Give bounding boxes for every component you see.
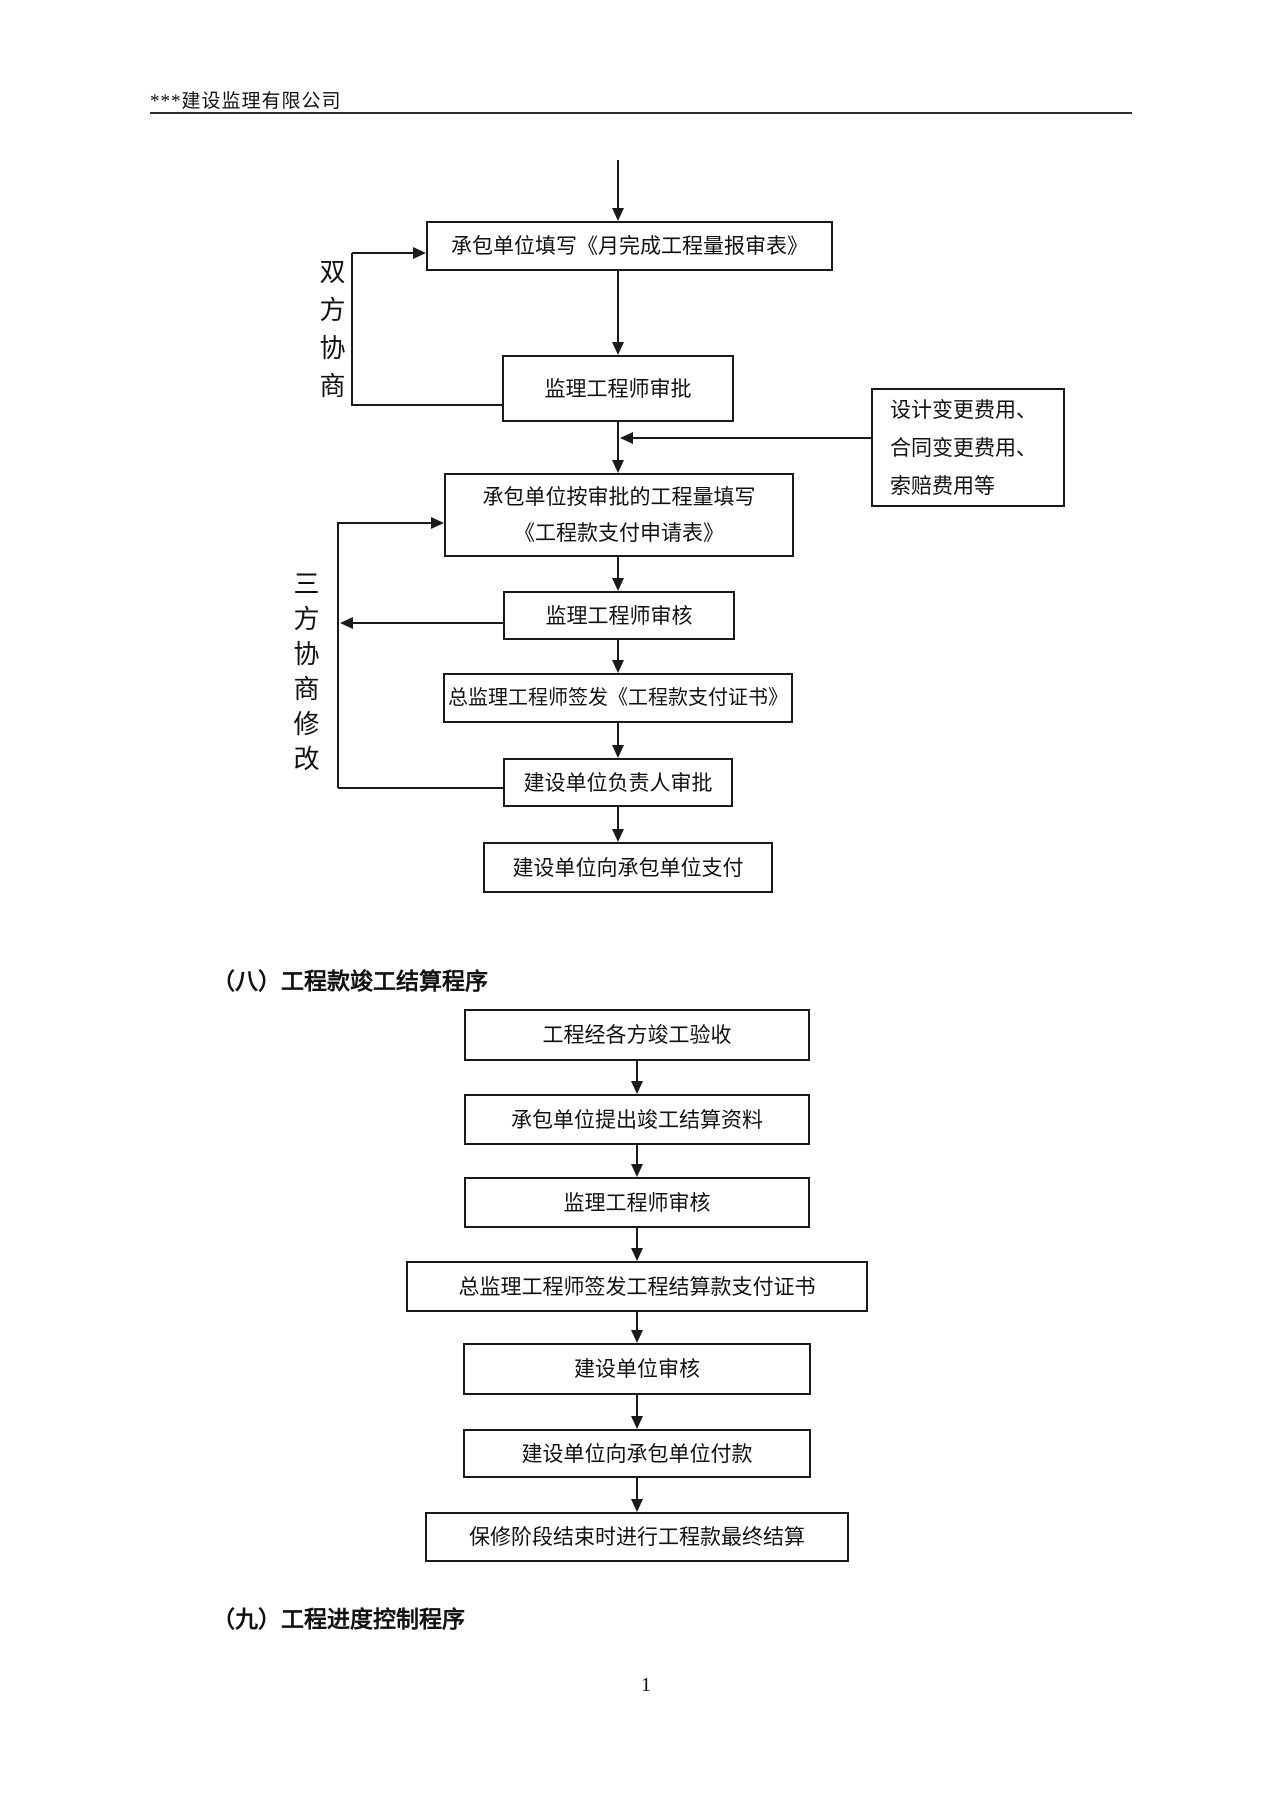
flow1-box-fill-payment-request-line2: 《工程款支付申请表》 [514,521,724,545]
flow1-arrow1-head [612,342,624,355]
flow1-arrow3-line [617,557,619,578]
flow1-box-chief-issue-cert: 总监理工程师签发《工程款支付证书》 [443,673,793,723]
flow1-sidebox-costs-line3: 索赔费用等 [890,473,995,498]
flow1-loop-three-party-mid-arrow-head [340,617,353,629]
flow1-arrow6-line [617,807,619,829]
flow1-entry-arrow-line [617,160,619,208]
flow1-box-supervisor-review: 监理工程师审核 [503,591,735,640]
flow2-arrow4-line [636,1312,638,1330]
flow1-box-fill-report: 承包单位填写《月完成工程量报审表》 [426,221,833,271]
page-number: 1 [641,1674,651,1696]
flow1-arrow5-line [617,723,619,745]
flow2-arrow2-head [631,1164,643,1177]
flow1-box-chief-issue-cert-label: 总监理工程师签发《工程款支付证书》 [448,687,788,709]
flow1-loop-two-party-vertical-line [351,253,353,406]
section-heading-nine: （九）工程进度控制程序 [212,1607,465,1632]
flow1-arrow3-head [612,578,624,591]
flow1-box-fill-payment-request-line1: 承包单位按审批的工程量填写 [482,485,756,509]
flow2-arrow5-line [636,1395,638,1416]
section-heading-eight: （八）工程款竣工结算程序 [212,969,488,994]
flow2-arrow1-line [636,1061,638,1081]
flow1-loop-two-party-top-line [352,252,414,254]
flow2-box-chief-issue: 总监理工程师签发工程结算款支付证书 [406,1261,868,1312]
flow2-box-owner-review: 建设单位审核 [463,1343,811,1395]
flow2-arrow5-head [631,1416,643,1429]
flow1-arrow1-line [617,271,619,342]
flow1-loop-three-party-mid-line [352,622,503,624]
flow1-box-supervisor-approve-label: 监理工程师审批 [544,376,692,401]
flow1-loop-three-party-top-line [338,522,432,524]
flow2-box-owner-pay-label: 建设单位向承包单位付款 [521,1441,753,1466]
flow1-arrow4-line [617,640,619,660]
flow2-arrow2-line [636,1145,638,1164]
flow1-label-three-party: 三方协商修改 [290,570,319,780]
flow1-box-fill-report-label: 承包单位填写《月完成工程量报审表》 [451,234,808,258]
flow1-box-fill-payment-request: 承包单位按审批的工程量填写 《工程款支付申请表》 [444,473,794,557]
flow1-box-supervisor-review-label: 监理工程师审核 [545,603,693,628]
flow2-box-acceptance: 工程经各方竣工验收 [464,1009,810,1061]
flow1-box-supervisor-approve: 监理工程师审批 [502,355,734,422]
header-company-name: ***建设监理有限公司 [150,91,342,112]
flow1-arrow4-head [612,660,624,673]
flow2-box-chief-issue-label: 总监理工程师签发工程结算款支付证书 [458,1274,816,1299]
flow2-arrow3-line [636,1228,638,1248]
flow2-box-acceptance-label: 工程经各方竣工验收 [542,1023,732,1047]
flow2-box-final-settlement-label: 保修阶段结束时进行工程款最终结算 [469,1525,805,1549]
flow1-box-owner-pay: 建设单位向承包单位支付 [483,842,773,893]
flow1-loop-three-party-top-arrow-head [431,517,444,529]
flow1-arrow6-head [612,829,624,842]
flow1-sidebox-costs-line1: 设计变更费用、 [890,397,1037,422]
flow2-box-final-settlement: 保修阶段结束时进行工程款最终结算 [425,1512,849,1562]
flow1-sidebox-arrow-line [633,437,871,439]
flow1-label-two-party: 双方协商 [316,258,345,410]
flow1-sidebox-costs-line2: 合同变更费用、 [890,435,1037,460]
flow1-box-owner-pay-label: 建设单位向承包单位支付 [512,855,744,880]
flow2-box-supervisor-review: 监理工程师审核 [464,1177,810,1228]
flow2-arrow3-head [631,1248,643,1261]
flow1-sidebox-arrow-head [620,432,633,444]
flow1-entry-arrow-head [612,208,624,221]
flow2-box-owner-pay: 建设单位向承包单位付款 [463,1429,811,1478]
flow2-arrow6-head [631,1499,643,1512]
flow2-arrow1-head [631,1081,643,1094]
flow1-loop-three-party-bottom-line [338,787,503,789]
flow2-box-owner-review-label: 建设单位审核 [574,1357,700,1381]
flow1-box-owner-leader-approve-label: 建设单位负责人审批 [523,770,713,795]
flow1-arrow2-line [617,422,619,460]
flow1-arrow5-head [612,745,624,758]
flow2-arrow6-line [636,1478,638,1499]
flow1-arrow2-head [612,460,624,473]
flow1-sidebox-costs: 设计变更费用、 合同变更费用、 索赔费用等 [871,388,1065,507]
header-rule [150,112,1132,114]
flow1-loop-two-party-arrow-head [413,247,426,259]
flow1-box-owner-leader-approve: 建设单位负责人审批 [503,758,733,807]
flow2-box-supervisor-review-label: 监理工程师审核 [563,1190,711,1215]
flow2-arrow4-head [631,1330,643,1343]
flow1-loop-three-party-vertical-line [337,522,339,788]
flow2-box-submit-data: 承包单位提出竣工结算资料 [464,1094,810,1145]
flow2-box-submit-data-label: 承包单位提出竣工结算资料 [511,1107,763,1132]
flow1-loop-two-party-bottom-line [352,404,502,406]
